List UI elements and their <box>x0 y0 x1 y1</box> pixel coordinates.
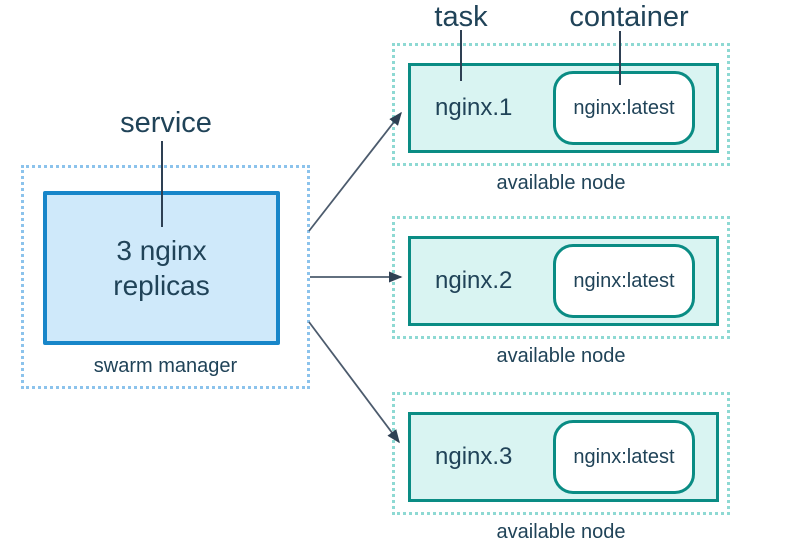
container-image-name: nginx:latest <box>573 445 675 468</box>
task-name: nginx.2 <box>435 267 513 294</box>
swarm-manager-group: 3 nginx replicas swarm manager <box>21 165 310 389</box>
service-box-label: 3 nginx replicas <box>113 235 210 301</box>
available-node-1: nginx.1 nginx:latest available node <box>392 43 730 201</box>
arrow-manager-to-node-3 <box>308 321 400 444</box>
service-box: 3 nginx replicas <box>43 191 280 345</box>
container-pill: nginx:latest <box>553 244 695 318</box>
container-pill: nginx:latest <box>553 71 695 145</box>
node-task-box: nginx.1 nginx:latest <box>408 63 719 153</box>
node-frame: nginx.1 nginx:latest <box>392 43 730 166</box>
node-caption: available node <box>496 521 626 543</box>
container-label: container <box>569 1 689 33</box>
task-label: task <box>434 1 488 33</box>
node-frame: nginx.3 nginx:latest <box>392 392 730 515</box>
node-caption: available node <box>496 345 626 367</box>
node-caption: available node <box>496 172 626 194</box>
container-image-name: nginx:latest <box>573 96 675 119</box>
available-node-2: nginx.2 nginx:latest available node <box>392 216 730 374</box>
available-node-3: nginx.3 nginx:latest available node <box>392 392 730 550</box>
task-name: nginx.3 <box>435 443 513 470</box>
arrow-manager-to-node-1 <box>308 111 402 232</box>
node-task-box: nginx.2 nginx:latest <box>408 236 719 326</box>
task-name: nginx.1 <box>435 94 513 121</box>
node-frame: nginx.2 nginx:latest <box>392 216 730 339</box>
node-task-box: nginx.3 nginx:latest <box>408 412 719 502</box>
container-image-name: nginx:latest <box>573 269 675 292</box>
swarm-manager-caption: swarm manager <box>93 355 238 377</box>
container-pill: nginx:latest <box>553 420 695 494</box>
service-label: service <box>120 107 212 139</box>
